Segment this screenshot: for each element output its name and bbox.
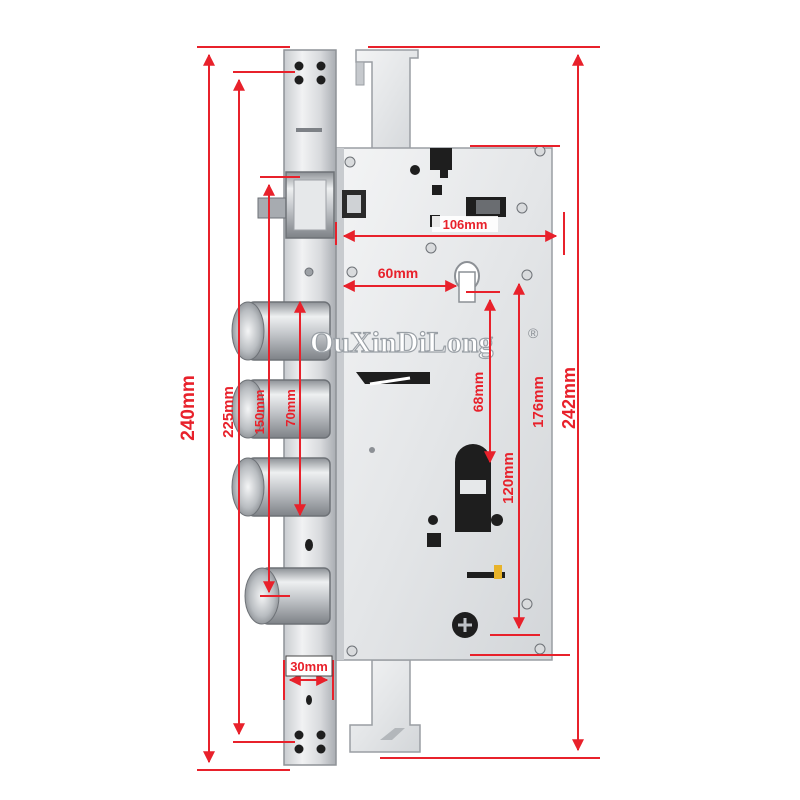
lock-body (231, 49, 553, 766)
watermark-text: OuXinDiLong (310, 326, 493, 359)
top-strike-bracket (355, 49, 419, 156)
watermark-registered-mark: ® (528, 325, 539, 341)
label-handle-to-cylinder: 68mm (470, 372, 486, 412)
dead-bolt-3 (231, 457, 331, 517)
latch-bolt (257, 171, 335, 239)
label-top-to-bottom-screws: 176mm (530, 376, 547, 428)
label-backset: 60mm (378, 265, 418, 281)
dimension-labels: 240mm 225mm 150mm 70mm 106mm 60mm 68mm 1… (178, 216, 579, 677)
watermark: OuXinDiLong ® (309, 325, 539, 360)
dimension-lines (197, 46, 600, 771)
label-overall-height: 240mm (178, 375, 199, 441)
label-bolt-span: 150mm (252, 390, 267, 435)
label-bolt-projection: 30mm (290, 659, 328, 674)
bolt-projection-label-box (285, 655, 333, 677)
label-cylinder-to-bottom: 120mm (500, 452, 517, 504)
case-screws (344, 145, 546, 657)
label-case-height: 242mm (559, 367, 579, 429)
dead-bolt-2 (231, 379, 331, 439)
label-faceplate-span: 225mm (220, 386, 237, 438)
case-features (342, 148, 506, 638)
label-bolt-pitch: 70mm (283, 389, 298, 427)
label-case-width: 106mm (443, 217, 488, 232)
